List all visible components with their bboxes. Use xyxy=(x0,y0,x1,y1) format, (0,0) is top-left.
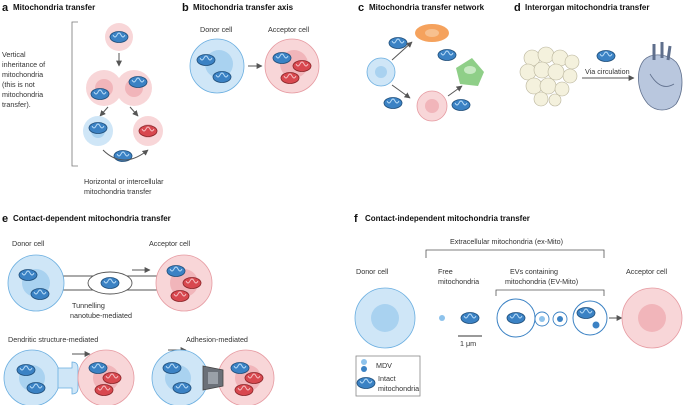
e-donor-label: Donor cell xyxy=(12,239,45,248)
mitochondrion-icon xyxy=(234,384,254,396)
ex-mito-label: Extracellular mitochondria (ex-Mito) xyxy=(450,237,563,246)
mitochondrion-icon xyxy=(30,288,50,300)
mitochondrion-icon xyxy=(88,362,108,374)
ex-mito-bracket xyxy=(425,249,605,258)
legend-mdv-label: MDV xyxy=(376,361,392,370)
dendritic-structure xyxy=(57,361,79,395)
mitochondrion-icon xyxy=(182,277,202,289)
mitochondrion-icon xyxy=(109,31,129,43)
f-acceptor-label: Acceptor cell xyxy=(626,267,668,276)
vertical-label-4: (this is not xyxy=(2,80,35,89)
panel-d: d Interorgan mitochondria transfer Via c… xyxy=(514,2,683,111)
mitochondrion-icon xyxy=(26,382,46,394)
mitochondrion-icon xyxy=(100,277,120,289)
panel-c-title: Mitochondria transfer network xyxy=(369,3,485,12)
panel-a: a Mitochondria transfer Vertical inherit… xyxy=(2,2,164,196)
mitochondrion-icon xyxy=(16,364,36,376)
legend-mdv-dark xyxy=(361,366,367,372)
horizontal-label-2: mitochondria transfer xyxy=(84,187,152,196)
dividing-cell xyxy=(86,70,152,106)
via-circulation-label: Via circulation xyxy=(585,67,630,76)
mitochondrion-icon xyxy=(383,97,403,109)
mitochondrion-icon xyxy=(230,362,250,374)
legend-mitochondrion-icon xyxy=(356,377,376,389)
vertical-label-3: mitochondria xyxy=(2,70,43,79)
mitochondrion-icon xyxy=(437,49,457,61)
panel-a-title: Mitochondria transfer xyxy=(13,3,95,12)
mitochondrion-icon xyxy=(18,269,38,281)
panel-f-title: Contact-independent mitochondria transfe… xyxy=(365,214,530,223)
vertical-label-1: Vertical xyxy=(2,50,26,59)
free-mito-label-2: mitochondria xyxy=(438,277,479,286)
panel-f-letter: f xyxy=(354,213,358,225)
donor-cell-label: Donor cell xyxy=(200,25,233,34)
mitochondrion-icon xyxy=(212,71,232,83)
panel-e-letter: e xyxy=(2,213,8,225)
ev-mito-vesicles xyxy=(496,298,608,338)
mitochondrion-icon xyxy=(280,72,300,84)
network-arrow xyxy=(391,84,411,99)
tnt-label-2: nanotube-mediated xyxy=(70,311,132,320)
legend-mdv-light xyxy=(361,359,367,365)
mitochondrion-icon xyxy=(451,99,471,111)
tnt-label-1: Tunnelling xyxy=(72,301,105,310)
mitochondrion-icon xyxy=(138,125,158,137)
mitochondrion-icon xyxy=(196,54,216,66)
dendritic-label: Dendritic structure-mediated xyxy=(8,335,98,344)
f-donor-label: Donor cell xyxy=(356,267,389,276)
adipose-tissue-icon xyxy=(519,46,580,107)
e-acceptor-label: Acceptor cell xyxy=(149,239,191,248)
free-mito-label-1: Free xyxy=(438,267,453,276)
vertical-label-2: inheritance of xyxy=(2,60,45,69)
split-arrow-left xyxy=(99,106,109,117)
legend-intact-label-2: mitochondria xyxy=(378,384,419,393)
panel-b-title: Mitochondria transfer axis xyxy=(193,3,294,12)
panel-e: e Contact-dependent mitochondria transfe… xyxy=(2,213,275,405)
ev-bracket xyxy=(495,289,605,296)
panel-c-letter: c xyxy=(358,2,364,14)
legend-intact-label-1: Intact xyxy=(378,374,396,383)
mitochondrion-icon xyxy=(244,372,264,384)
mitochondrion-icon xyxy=(292,60,312,72)
panel-b-letter: b xyxy=(182,2,189,14)
horizontal-label-1: Horizontal or intercellular xyxy=(84,177,164,186)
panel-e-title: Contact-dependent mitochondria transfer xyxy=(13,214,171,223)
mitochondrion-icon xyxy=(172,382,192,394)
mitochondrion-icon xyxy=(94,384,114,396)
panel-d-title: Interorgan mitochondria transfer xyxy=(525,3,649,12)
mitochondrion-icon xyxy=(162,362,182,374)
split-arrow-right xyxy=(129,106,139,117)
network-arrow xyxy=(391,41,413,61)
mitochondrion-icon xyxy=(166,265,186,277)
vertical-label-5: mitochondria xyxy=(2,90,43,99)
mitochondrion-icon xyxy=(170,290,190,302)
adhesion-label: Adhesion-mediated xyxy=(186,335,248,344)
panel-d-letter: d xyxy=(514,2,521,14)
free-mdv xyxy=(439,315,445,321)
mitochondrion-icon xyxy=(102,372,122,384)
mitochondrion-icon xyxy=(596,50,616,62)
panel-f: f Contact-independent mitochondria trans… xyxy=(354,213,683,397)
free-mitochondrion-icon xyxy=(460,312,480,324)
vertical-bracket xyxy=(71,21,78,167)
panel-b: b Mitochondria transfer axis Donor cell … xyxy=(182,2,320,94)
scale-label: 1 μm xyxy=(460,339,476,348)
transfer-arrow xyxy=(102,149,149,161)
ev-label-2: mitochondria (EV-Mito) xyxy=(505,277,578,286)
heart-icon xyxy=(638,42,683,111)
network-arrow xyxy=(447,85,463,97)
mitochondrion-icon xyxy=(388,37,408,49)
mitochondrion-icon xyxy=(272,52,292,64)
mitochondrion-icon xyxy=(88,122,108,134)
vertical-label-6: transfer). xyxy=(2,100,31,109)
ev-label-1: EVs containing xyxy=(510,267,558,276)
acceptor-cell-label: Acceptor cell xyxy=(268,25,310,34)
panel-c: c Mitochondria transfer network xyxy=(358,2,485,122)
panel-a-letter: a xyxy=(2,2,9,14)
